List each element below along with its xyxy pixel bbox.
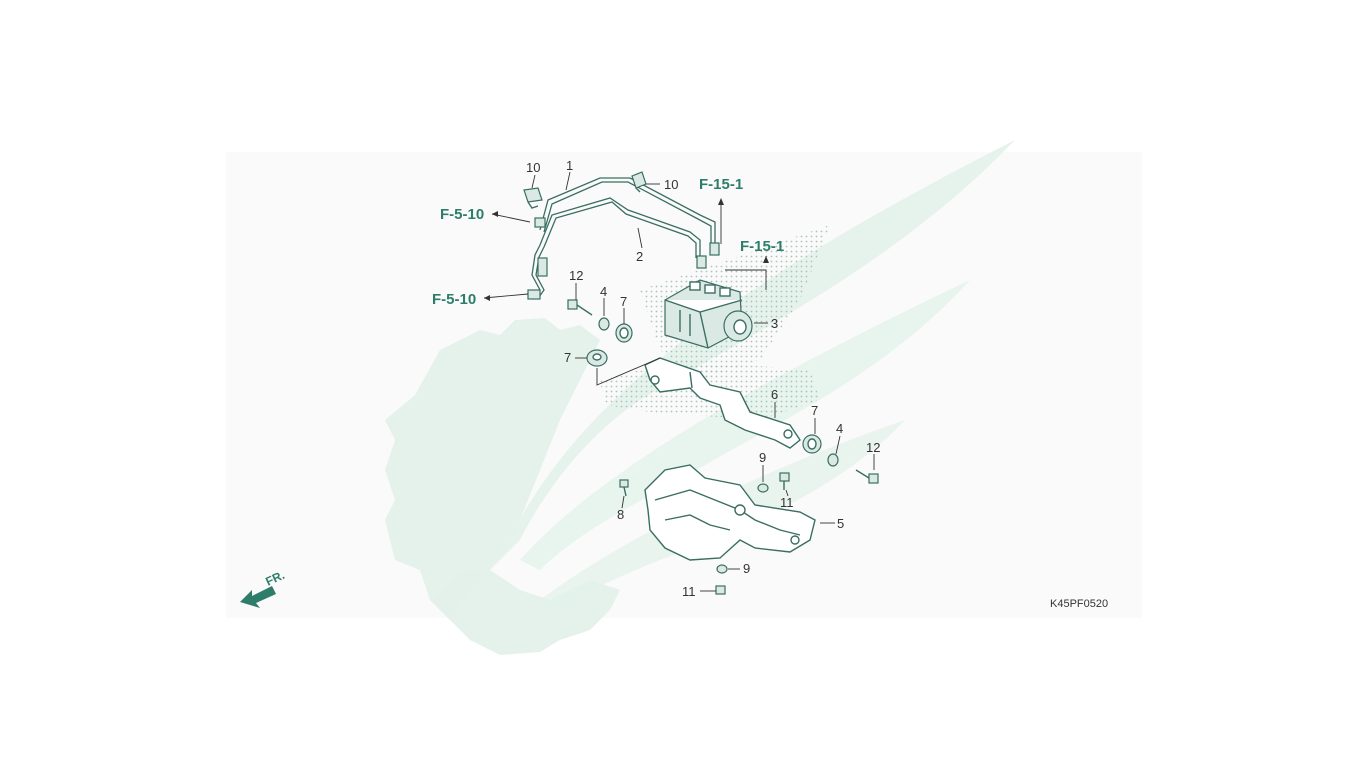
grommet-7-c [802, 434, 822, 454]
bolt-12-b [855, 469, 879, 484]
callout-5: 5 [837, 516, 844, 531]
callout-numbers: 1 10 10 2 3 12 4 7 7 6 7 4 12 9 11 5 8 9… [526, 158, 880, 599]
abs-bracket [644, 357, 801, 449]
callout-3: 3 [771, 316, 778, 331]
callout-11-top: 11 [780, 495, 794, 510]
callout-7-right: 7 [811, 403, 818, 418]
bolt-12-a [567, 299, 593, 316]
figure-code: K45PF0520 [1050, 598, 1108, 610]
grommet-7-a [615, 323, 633, 343]
callout-9-bottom: 9 [743, 561, 750, 576]
abs-cover [644, 464, 816, 561]
callout-1: 1 [566, 158, 573, 173]
brake-pipe-2 [531, 197, 701, 298]
front-direction-indicator: FR. [240, 568, 287, 608]
ref-f5-10-bottom[interactable]: F-5-10 [432, 291, 476, 308]
callout-8: 8 [617, 507, 624, 522]
callout-2: 2 [636, 249, 643, 264]
grommet-7-b [586, 349, 608, 367]
brake-pipe-1 [539, 177, 716, 245]
callout-10-right: 10 [664, 177, 678, 192]
collar-4-b [827, 453, 839, 467]
callout-11-bottom: 11 [682, 584, 696, 599]
callout-12-top: 12 [569, 268, 583, 283]
front-label: FR. [263, 568, 286, 589]
callout-7-left: 7 [564, 350, 571, 365]
clamp-10-right [631, 171, 647, 193]
callout-10-left: 10 [526, 160, 540, 175]
front-arrow-icon [240, 586, 276, 608]
callout-4-right: 4 [836, 421, 843, 436]
screw-8 [619, 479, 629, 497]
washer-9-bottom [716, 564, 728, 574]
ref-f15-1-right[interactable]: F-15-1 [740, 238, 784, 255]
callout-12-right: 12 [866, 440, 880, 455]
washer-9-top [757, 483, 769, 493]
callout-9-top: 9 [759, 450, 766, 465]
callout-6: 6 [771, 387, 778, 402]
ref-f5-10-top[interactable]: F-5-10 [440, 206, 484, 223]
clamp-10-left [523, 187, 543, 209]
leader-lines [483, 171, 875, 592]
pipe-fittings [527, 217, 720, 300]
reference-labels: F-5-10 F-5-10 F-15-1 F-15-1 [432, 176, 784, 308]
collar-4-a [598, 317, 610, 331]
abs-modulator [664, 279, 753, 349]
ref-f15-1-top[interactable]: F-15-1 [699, 176, 743, 193]
callout-4-top: 4 [600, 284, 607, 299]
bolt-11-bottom [715, 585, 726, 595]
callout-7-top: 7 [620, 294, 627, 309]
bolt-11-top [779, 472, 790, 490]
